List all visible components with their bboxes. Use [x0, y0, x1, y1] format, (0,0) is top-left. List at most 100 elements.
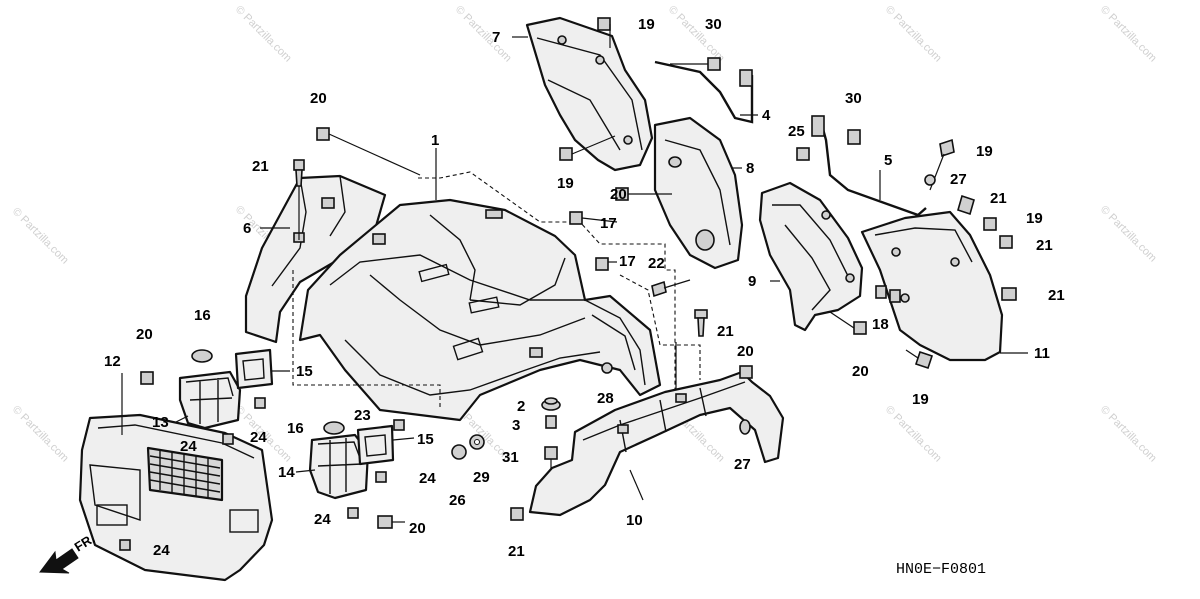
callout-19: 19 — [638, 16, 655, 33]
right-mud-guard — [860, 210, 1004, 362]
right-grille-bracket — [308, 433, 370, 500]
callout-25: 25 — [788, 123, 805, 140]
callout-21: 21 — [1048, 287, 1065, 304]
screw-21 — [694, 309, 708, 337]
washer-29 — [469, 434, 485, 450]
rubber-mount — [234, 348, 274, 390]
nut-26 — [451, 444, 467, 460]
clip-nut-17 — [569, 211, 583, 225]
watermark: © Partzilla.com — [666, 4, 727, 65]
callout-15: 15 — [417, 431, 434, 448]
guide-line — [418, 171, 676, 395]
callout-8: 8 — [746, 160, 754, 177]
callout-3: 3 — [512, 417, 520, 434]
bolt-20 — [739, 365, 753, 379]
watermark: © Partzilla.com — [233, 4, 294, 65]
callout-21: 21 — [252, 158, 269, 175]
nut-27 — [739, 419, 751, 435]
bolt-19 — [983, 217, 997, 231]
rubber-mount — [356, 424, 395, 466]
stay-rod — [654, 60, 754, 124]
callout-19: 19 — [557, 175, 574, 192]
callout-14: 14 — [278, 464, 295, 481]
callout-30: 30 — [705, 16, 722, 33]
callout-18: 18 — [872, 316, 889, 333]
front-direction-arrow: FR. — [39, 531, 97, 574]
bolt-22 — [651, 279, 691, 298]
callout-23: 23 — [354, 407, 371, 424]
callout-9: 9 — [748, 273, 756, 290]
callout-20: 20 — [409, 520, 426, 537]
callout-22: 22 — [648, 255, 665, 272]
stay-bracket — [739, 69, 753, 87]
watermark: © Partzilla.com — [10, 404, 71, 465]
callout-19: 19 — [912, 391, 929, 408]
callout-24: 24 — [250, 429, 267, 446]
callout-15: 15 — [296, 363, 313, 380]
callout-28: 28 — [597, 390, 614, 407]
bolt-20 — [140, 371, 154, 385]
bolt-20 — [316, 127, 421, 176]
callout-20: 20 — [610, 186, 627, 203]
screw-24 — [222, 433, 234, 445]
callout-24: 24 — [180, 438, 197, 455]
bolt-25 — [796, 147, 810, 161]
screw-21 — [999, 235, 1013, 249]
left-side-cover — [244, 174, 387, 344]
callout-27: 27 — [950, 171, 967, 188]
inner-mud-guard — [653, 116, 744, 270]
grommet — [191, 349, 213, 363]
watermark: © Partzilla.com — [10, 206, 71, 267]
bolt-30 — [670, 57, 721, 71]
front-fender-body — [298, 198, 662, 422]
watermark: © Partzilla.com — [1098, 4, 1159, 65]
nut-28 — [601, 362, 613, 374]
fastener-2 — [541, 397, 561, 411]
callout-12: 12 — [104, 353, 121, 370]
screw-23 — [393, 419, 405, 431]
callout-labels: 1 2 3 4 5 6 7 8 9 10 11 12 13 14 15 15 1… — [104, 16, 1065, 560]
callout-13: 13 — [152, 414, 169, 431]
bolt-19 — [905, 349, 934, 370]
clip-18 — [875, 285, 901, 303]
bolt-31 — [544, 446, 558, 470]
callout-21: 21 — [508, 543, 525, 560]
screw-24 — [254, 397, 266, 409]
grommet — [323, 421, 345, 435]
collar-3 — [545, 415, 557, 429]
diagram-code: HN0E−F0801 — [896, 561, 986, 578]
stay-rod — [818, 117, 927, 217]
watermark: © Partzilla.com — [883, 404, 944, 465]
callout-6: 6 — [243, 220, 251, 237]
callout-10: 10 — [626, 512, 643, 529]
callout-21: 21 — [990, 190, 1007, 207]
screw-24 — [347, 507, 359, 519]
callout-29: 29 — [473, 469, 490, 486]
callout-21: 21 — [717, 323, 734, 340]
bolt-20 — [829, 311, 867, 335]
leader-lines — [121, 36, 1028, 501]
guide-line — [619, 274, 701, 380]
callout-1: 1 — [431, 132, 439, 149]
screw-24 — [375, 471, 387, 483]
clip-nut-17 — [595, 257, 609, 271]
callout-20: 20 — [310, 90, 327, 107]
screw-21 — [510, 507, 524, 521]
screw-24 — [119, 539, 131, 551]
callout-24: 24 — [314, 511, 331, 528]
callout-7: 7 — [492, 29, 500, 46]
callout-20: 20 — [852, 363, 869, 380]
watermark: © Partzilla.com — [453, 4, 514, 65]
guide-line — [292, 270, 441, 410]
screw-21 — [293, 159, 305, 240]
watermark: © Partzilla.com — [1098, 204, 1159, 265]
callout-17: 17 — [600, 215, 617, 232]
screw-21 — [957, 194, 975, 216]
callout-5: 5 — [884, 152, 892, 169]
nut-27 — [924, 174, 936, 186]
callout-11: 11 — [1034, 345, 1050, 362]
watermark: © Partzilla.com — [1098, 404, 1159, 465]
callout-20: 20 — [136, 326, 153, 343]
right-inner-mud-guard — [758, 181, 864, 332]
